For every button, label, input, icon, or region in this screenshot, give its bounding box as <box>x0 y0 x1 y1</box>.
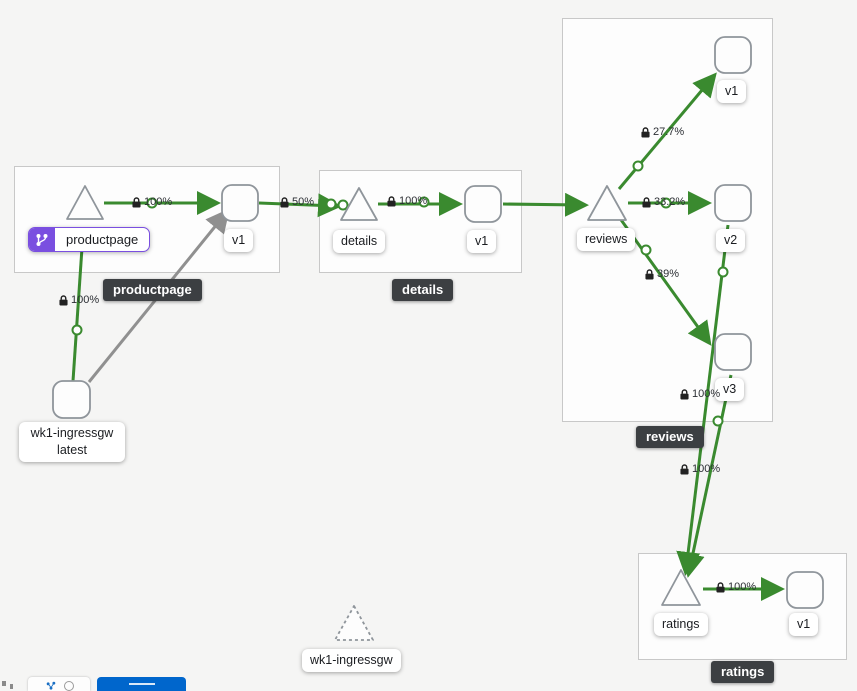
edge-marker-circle <box>717 266 729 278</box>
node-workload-details-v1[interactable] <box>464 185 502 223</box>
node-label-reviews-v3[interactable]: v3 <box>715 378 745 401</box>
edge-v1-to-details[interactable] <box>258 193 342 218</box>
button-text-cutoff <box>128 683 155 691</box>
lock-icon <box>645 268 654 279</box>
node-label-reviews[interactable]: reviews <box>577 228 636 251</box>
lock-icon <box>387 195 396 206</box>
edge-label: 50% <box>280 196 314 208</box>
selected-node-label: productpage <box>66 232 139 247</box>
partial-toolbar-glyphs <box>2 681 13 689</box>
node-app-ratings[interactable] <box>661 569 701 606</box>
edge-label: 39% <box>645 268 679 280</box>
edge-marker-circle <box>632 160 644 172</box>
node-app-productpage[interactable] <box>66 185 104 220</box>
lock-icon <box>642 196 651 207</box>
lock-icon <box>716 581 725 592</box>
group-badge-details: details <box>392 279 454 301</box>
group-badge-productpage: productpage <box>103 279 202 301</box>
lock-icon <box>641 126 650 137</box>
node-label-details-v1[interactable]: v1 <box>467 230 497 253</box>
graph-icon <box>46 681 56 690</box>
node-service-ingressgw[interactable] <box>334 605 374 641</box>
edge-label: 100% <box>132 196 172 208</box>
node-app-details[interactable] <box>340 187 378 221</box>
help-circle-icon <box>64 681 74 691</box>
lock-icon <box>680 388 689 399</box>
edge-marker-circle <box>418 196 430 208</box>
edge-v2-to-ratings[interactable] <box>676 224 730 576</box>
node-workload-reviews-v3[interactable] <box>714 333 752 371</box>
edge-marker-circle <box>71 324 83 336</box>
edge-marker-circle <box>325 198 337 210</box>
lock-icon <box>680 463 689 474</box>
edge-marker-circle <box>640 244 652 256</box>
node-label-ingressgw[interactable]: wk1-ingressgw latest <box>19 422 125 462</box>
edge-marker-circle <box>337 199 349 211</box>
node-label-details[interactable]: details <box>333 230 386 253</box>
edge-label: 100% <box>387 195 427 207</box>
edge-ingress-to-productpage[interactable] <box>69 227 94 382</box>
node-label-ingressgw-service[interactable]: wk1-ingressgw <box>302 649 401 672</box>
edge-marker-circle <box>712 415 724 427</box>
selected-node-badge[interactable]: productpage <box>28 227 151 252</box>
node-label-reviews-v1[interactable]: v1 <box>717 80 747 103</box>
edge-detailsv1-to-reviews[interactable] <box>502 192 589 217</box>
edge-marker-circle <box>660 197 672 209</box>
edge-label: 100% <box>680 388 720 400</box>
edge-label: 100% <box>680 463 720 475</box>
lock-icon <box>59 294 68 305</box>
node-app-reviews[interactable] <box>587 185 627 221</box>
group-badge-reviews: reviews <box>636 426 704 448</box>
lock-icon <box>280 196 289 207</box>
edge-v3-to-ratings[interactable] <box>681 374 733 578</box>
node-label-ratings-v1[interactable]: v1 <box>789 613 819 636</box>
graph-tour-button[interactable] <box>28 677 90 691</box>
edge-label: 33.2% <box>642 196 685 208</box>
edge-label: 100% <box>716 581 756 593</box>
node-label-reviews-v2[interactable]: v2 <box>716 229 746 252</box>
primary-action-button[interactable] <box>97 677 186 691</box>
lock-icon <box>132 196 141 207</box>
node-workload-reviews-v2[interactable] <box>714 184 752 222</box>
node-workload-reviews-v1[interactable] <box>714 36 752 74</box>
node-label-ratings[interactable]: ratings <box>654 613 708 636</box>
node-workload-productpage-v1[interactable] <box>221 184 259 222</box>
node-workload-ingressgw[interactable] <box>52 380 91 419</box>
group-badge-ratings: ratings <box>711 661 775 683</box>
edge-marker-circle <box>146 197 158 209</box>
edge-label: 100% <box>59 294 99 306</box>
edge-label: 27.7% <box>641 126 684 138</box>
node-label-productpage-v1[interactable]: v1 <box>224 229 254 252</box>
versioned-app-icon <box>29 228 55 251</box>
node-workload-ratings-v1[interactable] <box>786 571 824 609</box>
